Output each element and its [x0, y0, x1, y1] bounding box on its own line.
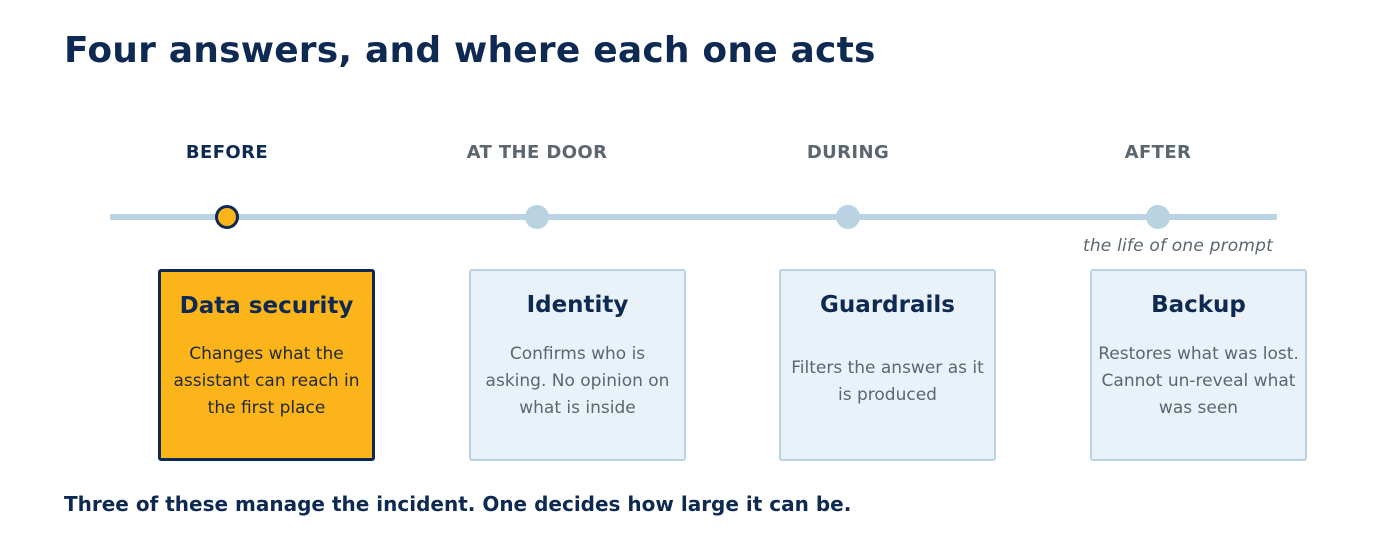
- card-body: Changes what the assistant can reach in …: [173, 344, 360, 418]
- card-title: Data security: [179, 293, 354, 319]
- card-body: Confirms who is asking. No opinion on wh…: [485, 344, 670, 418]
- footer-summary: Three of these manage the incident. One …: [64, 492, 852, 516]
- card-title: Backup: [1151, 292, 1246, 318]
- stage-label-after: AFTER: [1124, 142, 1192, 163]
- timeline-caption: the life of one prompt: [1082, 236, 1273, 256]
- card-data-security: Data security Changes what the assistant…: [158, 269, 375, 461]
- card-body: Restores what was lost. Cannot un-reveal…: [1098, 344, 1299, 418]
- card-body: Filters the answer as it is produced: [791, 357, 984, 405]
- page-title: Four answers, and where each one acts: [64, 30, 876, 71]
- card-title: Guardrails: [820, 292, 955, 318]
- stage-label-at-the-door: AT THE DOOR: [466, 142, 608, 163]
- card-title: Identity: [526, 292, 629, 318]
- stage-label-before: BEFORE: [185, 142, 269, 163]
- timeline-dot-before: [215, 205, 239, 229]
- card-backup: Backup Restores what was lost. Cannot un…: [1090, 269, 1307, 461]
- card-identity: Identity Confirms who is asking. No opin…: [469, 269, 686, 461]
- timeline-dot-during: [836, 205, 860, 229]
- timeline-dot-after: [1146, 205, 1170, 229]
- stage-label-during: DURING: [806, 142, 890, 163]
- card-guardrails: Guardrails Filters the answer as it is p…: [779, 269, 996, 461]
- timeline-line: [110, 214, 1277, 220]
- timeline-dot-at-the-door: [525, 205, 549, 229]
